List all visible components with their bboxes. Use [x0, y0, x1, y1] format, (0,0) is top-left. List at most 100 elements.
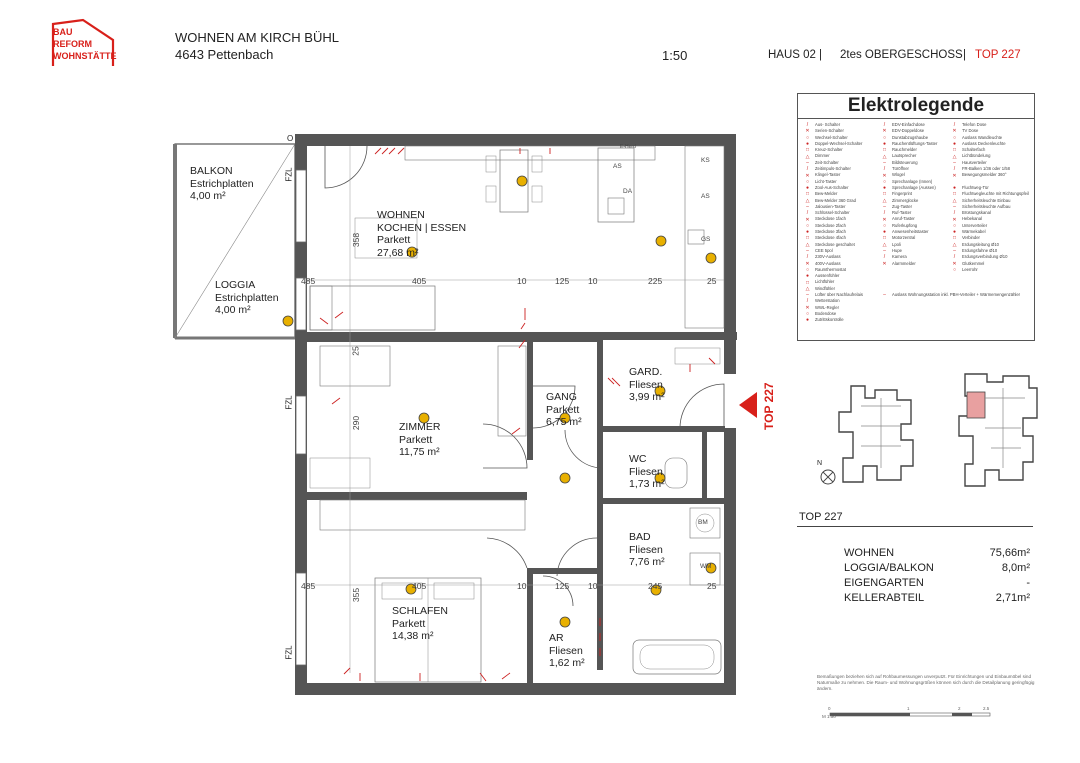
- legend-entry: ●Zutrittskontrolle: [803, 317, 863, 323]
- legend-entry: ✕Glutkemmel: [950, 261, 1029, 267]
- legend-label: Ruf-Taster: [892, 210, 912, 216]
- electro-legend: Elektrolegende /Aus- Schalter✕Serien-Sch…: [797, 93, 1035, 341]
- legend-symbol-icon: ○: [952, 222, 957, 229]
- legend-label: Kamera: [892, 254, 907, 260]
- balcony-diagonal: [174, 143, 296, 339]
- floor-label: 2tes OBERGESCHOSS: [840, 49, 963, 61]
- legend-label: WWL-Regler: [815, 304, 839, 310]
- washing-machine-drum: [695, 513, 715, 533]
- legend-label: Aussenfühler: [815, 273, 840, 279]
- ceiling-lamps: [282, 175, 717, 628]
- door-balcony: [324, 145, 368, 189]
- legend-symbol-icon: [950, 180, 959, 184]
- legend-label: Steckdose geschaltet: [815, 241, 855, 247]
- summary-label: KELLERABTEIL: [844, 591, 925, 604]
- legend-label: Erdungsfahne Ø10: [962, 247, 998, 253]
- legend-label: Steckdose 1fach: [815, 216, 846, 222]
- legend-label: Rauchmelder: [892, 147, 917, 153]
- header-separator-2: |: [963, 49, 966, 61]
- room-gang: GANG Parkett 6,75 m²: [546, 391, 582, 429]
- legend-label: Schlüssel-Schalter: [815, 210, 850, 216]
- legend-symbol-icon: ✕: [805, 304, 810, 311]
- wall-gang-west-lower: [527, 568, 533, 695]
- legend-entry: ✕ WWL-Regler: [803, 305, 863, 311]
- legend-entry: ○ Licht-Taster: [803, 179, 863, 185]
- compass-north: N: [817, 460, 823, 467]
- legend-entry: ○Unterverteiler: [950, 223, 1029, 229]
- summary-value: 8,0m²: [1001, 561, 1030, 574]
- legend-symbol-icon: –: [806, 248, 809, 255]
- dimension-label: 355: [351, 587, 362, 603]
- legend-label: Brüstungskanal: [962, 210, 991, 216]
- legend-label: Wärmekabel: [962, 229, 986, 235]
- legend-label: Telefon Dose: [962, 122, 987, 127]
- door-bad: [556, 537, 598, 577]
- legend-symbol-icon: □: [952, 235, 957, 242]
- legend-entry: ○Steckdose 2fach: [803, 223, 863, 229]
- legend-symbol-icon: □: [952, 147, 957, 154]
- legend-label: Dunstabzugshaube: [892, 134, 929, 140]
- logo-line-2: REFORM: [53, 39, 92, 49]
- legend-label: Zimmerglocke: [892, 197, 919, 203]
- legend-symbol-icon: ✕: [882, 260, 887, 267]
- legend-symbol-icon: /: [806, 210, 809, 217]
- dimension-label: 25: [350, 346, 361, 356]
- legend-symbol-icon: ●: [882, 185, 887, 192]
- legend-symbol-icon: –: [883, 204, 886, 210]
- room-wc: WC Fliesen 1,73 m²: [629, 453, 665, 491]
- legend-label: Fluchtwegleuchte mit Richtungspfeil: [962, 191, 1029, 197]
- legend-entry: □Fingerprint: [880, 191, 1020, 197]
- legend-symbol-icon: □: [805, 235, 810, 242]
- legend-symbol-icon: ○: [805, 178, 810, 185]
- legend-entry: /Wetterstation: [803, 298, 863, 304]
- dimension-label: 10: [517, 276, 527, 286]
- dimension-label: 485: [301, 581, 316, 591]
- legend-symbol-icon: △: [882, 153, 887, 160]
- legend-entry: □Steckdose 4fach: [803, 235, 863, 241]
- legend-label: Hausverteiler: [962, 159, 987, 165]
- legend-label: Auslass Wandleuchte: [962, 134, 1003, 140]
- zimmer-wardrobe: [497, 345, 527, 437]
- legend-label: Bildsteuerung: [892, 159, 918, 165]
- kitchen-label: AS: [701, 193, 710, 200]
- dimension-label: 358: [351, 232, 362, 248]
- dimension-label: 25: [707, 581, 717, 591]
- legend-entry: ●Wärmekabel: [950, 229, 1029, 235]
- legend-symbol-icon: –: [806, 159, 809, 166]
- legend-symbol-icon: [880, 268, 889, 272]
- room-name: GARD.: [629, 366, 663, 378]
- legend-symbol-icon: –: [953, 204, 956, 210]
- window-west-4: [295, 572, 307, 666]
- legend-symbol-icon: ○: [882, 222, 887, 229]
- wc-toilet: [664, 457, 688, 489]
- room-floor: Fliesen: [549, 644, 583, 657]
- house-label: HAUS 02: [768, 49, 816, 61]
- legend-symbol-icon: □: [882, 191, 887, 198]
- legend-symbol-icon: ●: [805, 141, 810, 148]
- legend-entry: / Schlüssel-Schalter: [803, 210, 863, 216]
- legend-label: Licht-Taster: [815, 178, 837, 184]
- ceiling-lamp: [559, 616, 571, 628]
- legend-label: EDV-Doppeldose: [892, 128, 925, 134]
- legend-symbol-icon: /: [953, 210, 956, 217]
- legend-entry: □Lichtfühler: [803, 279, 863, 285]
- legend-symbol-icon: △: [805, 197, 810, 204]
- washing-machine: [689, 507, 721, 539]
- legend-entry: ●Steckdose 3fach: [803, 229, 863, 235]
- legend-entry: △Lpoli: [880, 242, 1020, 248]
- legend-entry: △Erdungsleitung Ø10: [950, 242, 1029, 248]
- legend-symbol-icon: △: [805, 285, 810, 292]
- dimension-label: 125: [555, 276, 570, 286]
- legend-entry: □Bew-Melder: [803, 191, 863, 197]
- header-separator-1: |: [819, 49, 822, 61]
- door-entrance: [679, 383, 725, 429]
- legend-entry: □Kreuz-Schalter: [803, 147, 863, 153]
- room-floor: Fliesen: [629, 543, 663, 556]
- room-name: WOHNEN: [377, 209, 425, 221]
- legend-symbol-icon: –: [953, 159, 956, 166]
- summary-value: 75,66m²: [989, 546, 1030, 559]
- legend-entry: ●Auslass Deckenleuchte: [950, 141, 1029, 147]
- legend-label: Bew-Melder 360 Grad: [815, 197, 856, 203]
- legend-label: Zool-Aus-Schalter: [815, 184, 849, 190]
- legend-symbol-icon: △: [805, 153, 810, 160]
